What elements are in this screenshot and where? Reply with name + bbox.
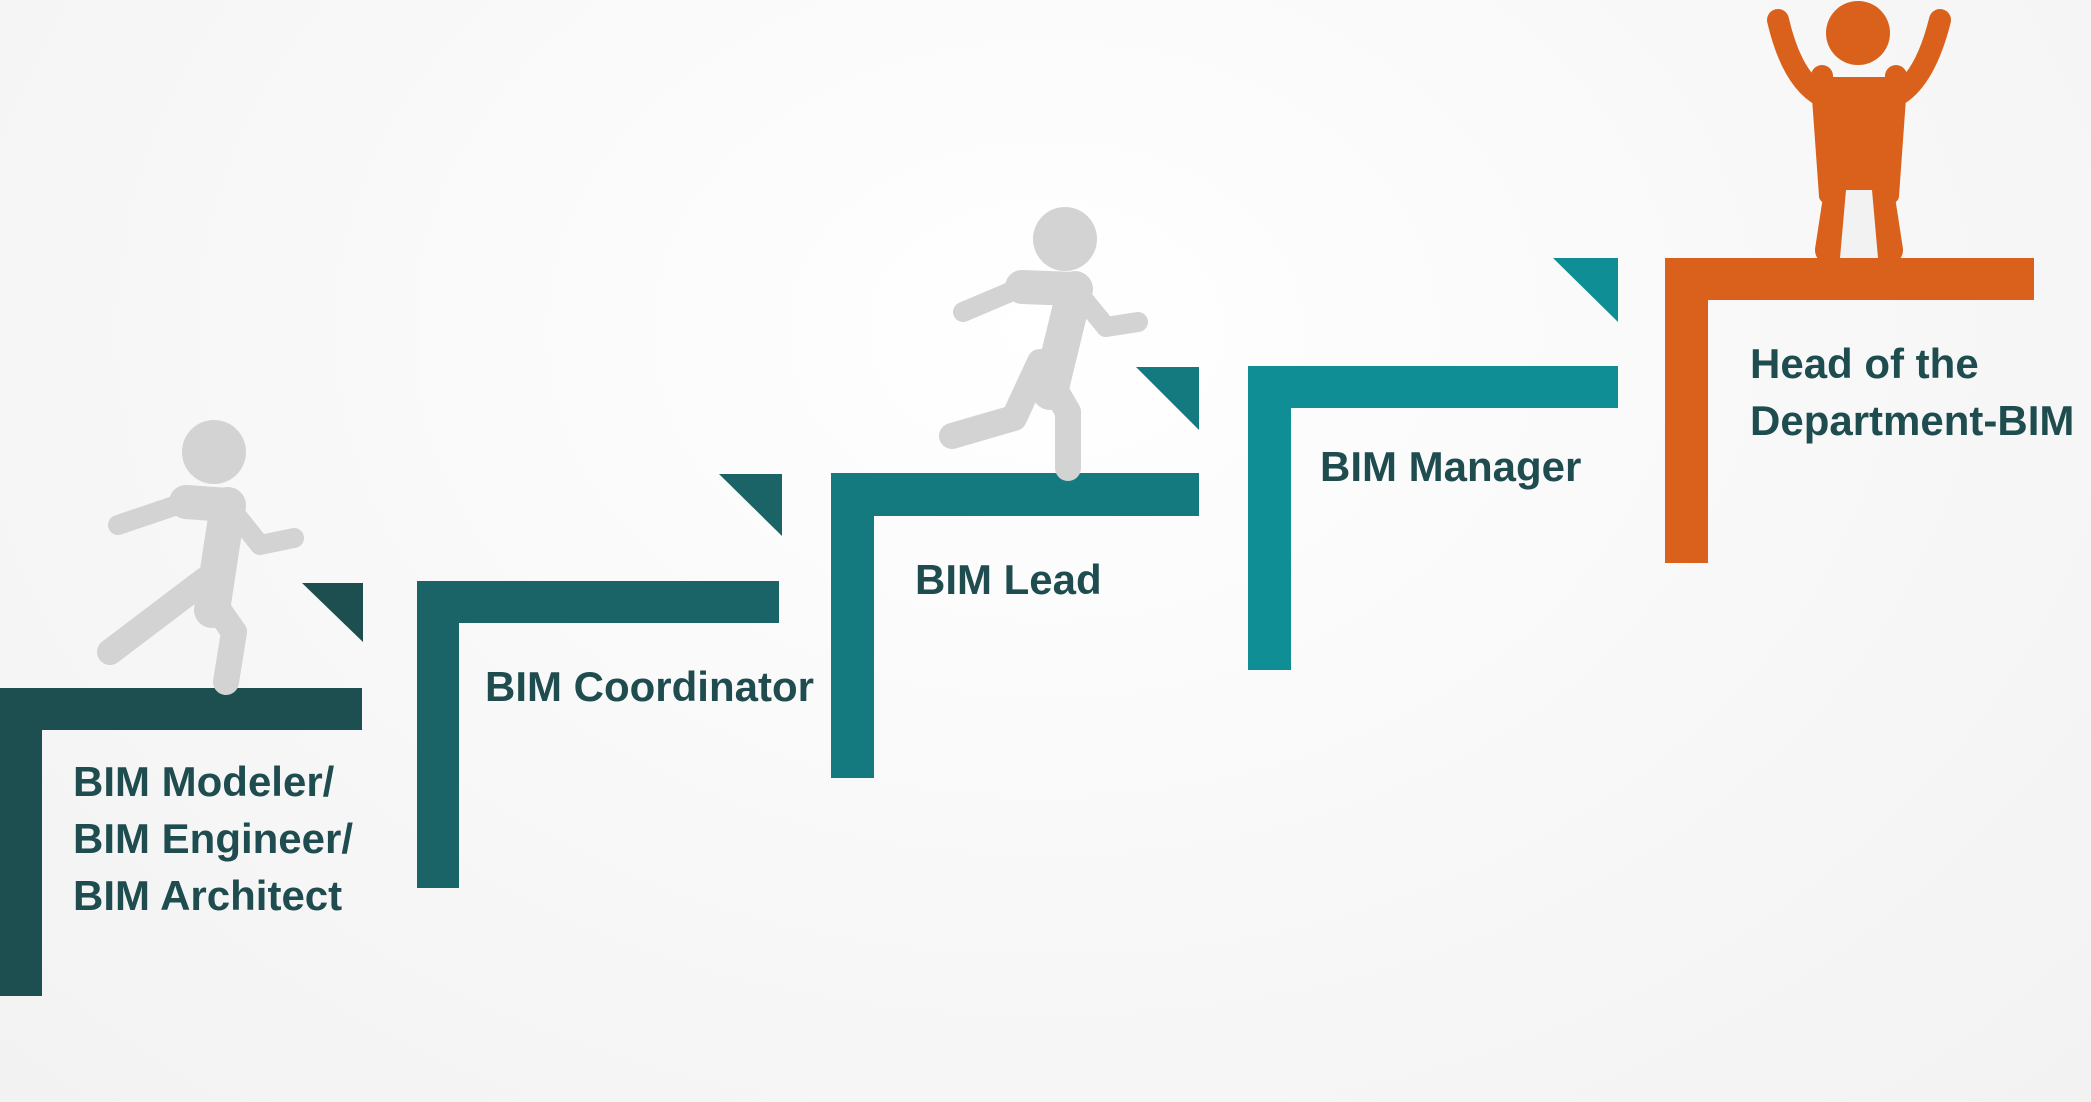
step-1-bracket	[0, 688, 362, 996]
celebrating-person-icon	[1767, 1, 1951, 265]
step-3-arrow-tip	[1136, 367, 1199, 430]
step-4-label: BIM Manager	[1320, 438, 1581, 495]
step-1-label: BIM Modeler/ BIM Engineer/ BIM Architect	[73, 753, 353, 924]
step-2-label-line: BIM Coordinator	[485, 663, 814, 710]
step-4-label-line: BIM Manager	[1320, 443, 1582, 490]
step-5-label-line: Head of the	[1750, 340, 1979, 387]
step-1-arrow-tip	[302, 583, 363, 642]
step-4-bracket	[1248, 366, 1618, 670]
step-3-label: BIM Lead	[915, 551, 1102, 608]
step-2-label: BIM Coordinator	[485, 658, 814, 715]
step-2-bracket	[417, 581, 779, 888]
running-person-icon	[939, 207, 1148, 481]
step-1-label-line: BIM Architect	[73, 872, 343, 919]
step-5-label: Head of the Department-BIM	[1750, 335, 2074, 449]
step-3-bracket	[831, 473, 1199, 778]
step-5-bracket	[1665, 258, 2034, 563]
step-1-label-line: BIM Modeler/	[73, 758, 335, 805]
step-5-label-line: Department-BIM	[1750, 397, 2075, 444]
running-person-icon	[97, 420, 304, 695]
step-3-label-line: BIM Lead	[915, 556, 1102, 603]
step-4-arrow-tip	[1553, 258, 1618, 322]
step-2-arrow-tip	[719, 474, 782, 536]
step-1-label-line: BIM Engineer/	[73, 815, 354, 862]
